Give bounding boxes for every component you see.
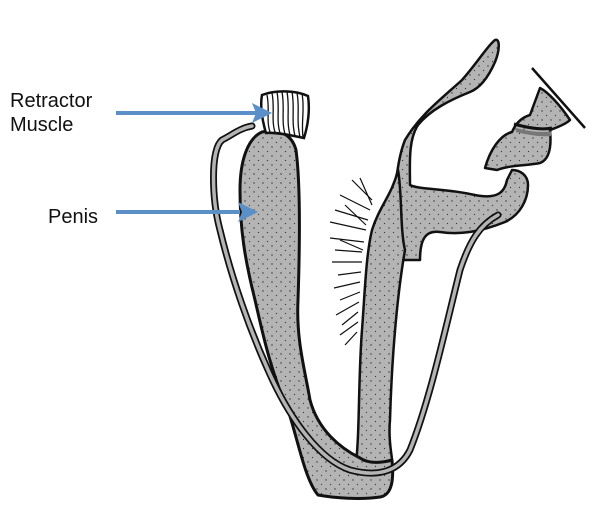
upper-lobe [390, 38, 530, 262]
penis-body [238, 129, 395, 500]
retractor-muscle [259, 90, 311, 140]
retractor-label-line2: Muscle [10, 114, 74, 136]
retractor-label-line1: Retractor [10, 90, 93, 112]
penis-label: Penis [48, 206, 99, 228]
retractor-muscle-label: Retractor Muscle [10, 89, 92, 137]
retractor-arrow [116, 103, 272, 123]
terminal-bulb [483, 86, 572, 172]
bulb-band-shade [516, 128, 552, 137]
penis-arrow [116, 202, 258, 222]
bristles [329, 177, 373, 346]
vas-deferens-inner [211, 124, 500, 475]
cut-line [531, 67, 586, 129]
bulb-band [513, 122, 553, 131]
right-shaft [353, 168, 407, 472]
